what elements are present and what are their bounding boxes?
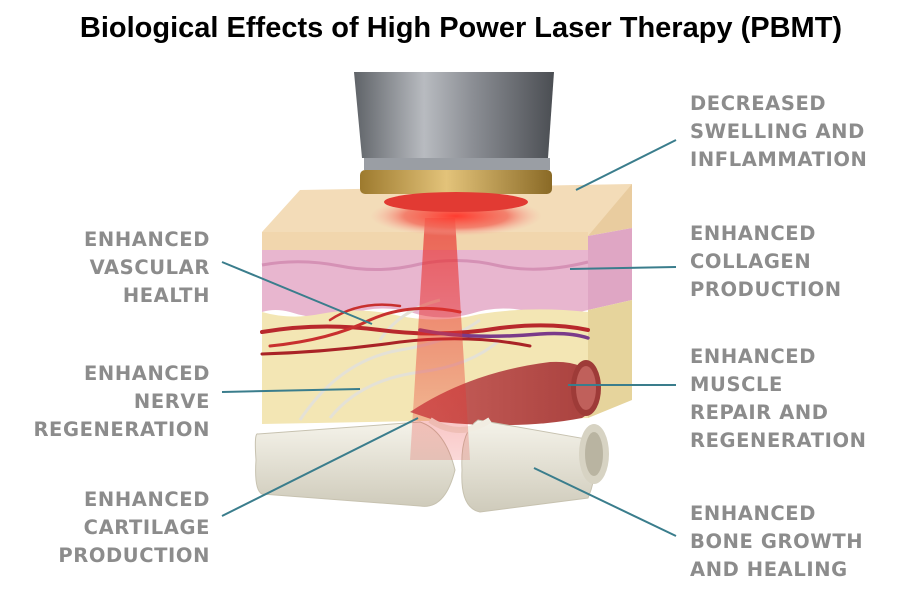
- label-vascular-health: ENHANCED VASCULAR HEALTH: [84, 228, 210, 307]
- laser-device: [354, 72, 554, 236]
- label-collagen-production: ENHANCED COLLAGEN PRODUCTION: [690, 222, 842, 301]
- leader-lines: [221, 139, 677, 537]
- label-decreased-swelling: DECREASED SWELLING AND INFLAMMATION: [690, 92, 868, 171]
- leader-line-collagen: [569, 266, 677, 270]
- leader-line-bone: [533, 467, 677, 537]
- label-bone-growth: ENHANCED BONE GROWTH AND HEALING: [690, 502, 864, 581]
- leader-line-cartilage: [221, 417, 419, 517]
- label-nerve-regeneration: ENHANCED NERVE REGENERATION: [33, 362, 210, 441]
- leader-line-vascular: [221, 261, 373, 325]
- label-muscle-repair: ENHANCED MUSCLE REPAIR AND REGENERATION: [690, 345, 867, 452]
- laser-beam: [410, 218, 470, 460]
- bone-structure: [254, 417, 609, 513]
- leader-line-swelling: [575, 139, 677, 191]
- leader-line-nerve: [221, 388, 361, 393]
- label-cartilage-production: ENHANCED CARTILAGE PRODUCTION: [58, 488, 210, 567]
- page-title: Biological Effects of High Power Laser T…: [79, 12, 843, 44]
